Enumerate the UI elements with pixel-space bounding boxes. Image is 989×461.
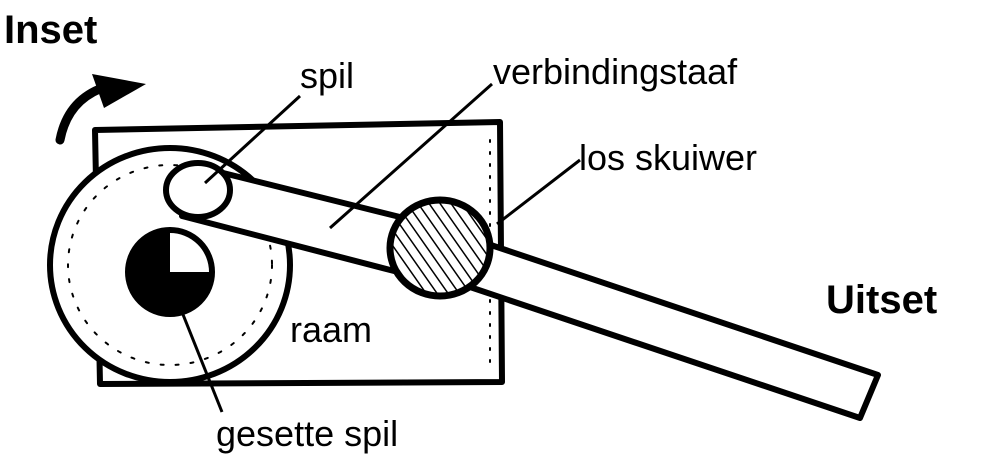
leader-lines <box>168 82 581 413</box>
crank-pin <box>163 160 233 220</box>
label-gesette-spil: gesette spil <box>216 413 399 454</box>
label-uitset: Uitset <box>826 278 938 322</box>
label-spil: spil <box>300 55 355 96</box>
fixed-axle <box>125 227 215 317</box>
rotation-arrow-icon <box>55 74 146 145</box>
loose-slider <box>386 196 494 300</box>
label-inset: Inset <box>4 8 98 52</box>
label-los-skuiwer: los skuiwer <box>579 137 758 178</box>
label-raam: raam <box>290 309 373 350</box>
label-verbindingstaaf: verbindingstaaf <box>493 51 738 92</box>
output-rod <box>452 235 881 421</box>
